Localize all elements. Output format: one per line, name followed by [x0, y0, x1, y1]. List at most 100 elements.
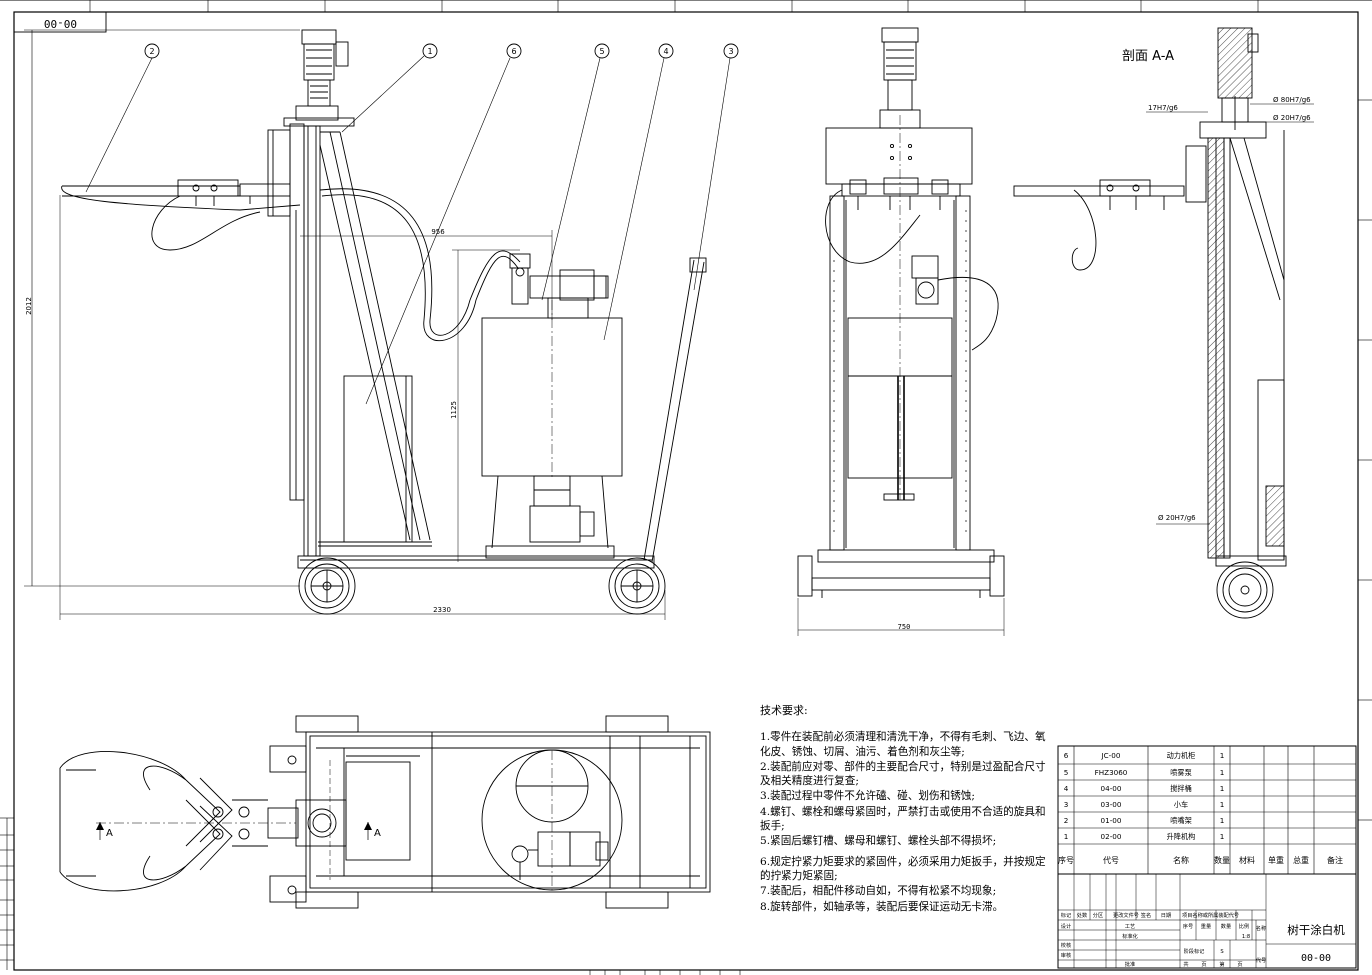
- svg-text:日期: 日期: [1161, 912, 1171, 919]
- bom-no: 2: [1064, 816, 1069, 825]
- svg-text:数量: 数量: [1221, 922, 1231, 930]
- svg-text:处数: 处数: [1077, 911, 1088, 919]
- svg-text:序号: 序号: [1058, 855, 1074, 865]
- svg-text:共: 共: [1183, 960, 1188, 968]
- svg-text:页: 页: [1201, 961, 1206, 968]
- svg-text:序号: 序号: [1183, 922, 1193, 930]
- tech-item: 2.装配前应对零、部件的主要配合尺寸，特别是过盈配合尺寸及相关精度进行复查;: [760, 760, 1046, 788]
- tech-item: 5.紧固后螺钉槽、螺母和螺钉、螺栓头部不得损坏;: [760, 835, 997, 848]
- tech-item: 6.规定拧紧力矩要求的紧固件，必须采用力矩扳手，并按规定的拧紧力矩紧固;: [760, 855, 1046, 882]
- bom-row: 3 03-00 小车 1: [1064, 800, 1225, 809]
- svg-text:设计: 设计: [1061, 922, 1071, 930]
- bom-row: 4 04-00 搅拌桶 1: [1064, 784, 1225, 793]
- section-fits: Ø 80H7/g6 Ø 20H7/g6 17H7/g6 Ø 20H7/g6: [1148, 96, 1311, 522]
- top-view: [59, 715, 711, 909]
- svg-text:更改文件号: 更改文件号: [1113, 911, 1139, 919]
- technical-requirements: 技术要求: 1.零件在装配前必须清理和清洗干净，不得有毛刺、飞边、氧化皮、锈蚀、…: [760, 704, 1050, 915]
- dim-overall-length: 2330: [433, 606, 451, 614]
- title-block: 标记 处数 分区 更改文件号 签名 日期 设计 校核 审核 工艺 标准化 批准 …: [1061, 911, 1345, 968]
- svg-text:S: S: [1220, 949, 1223, 955]
- tech-item: 7.装配后，相配件移动自如，不得有松紧不均现象;: [760, 885, 997, 898]
- bom-name: 动力机柜: [1167, 751, 1196, 760]
- title-block-lines: [1057, 873, 1357, 969]
- bom-name: 小车: [1174, 800, 1188, 809]
- svg-text:材料: 材料: [1239, 855, 1255, 865]
- bom-code: 02-00: [1101, 832, 1122, 841]
- dim-overall-height: 2012: [25, 297, 33, 315]
- product-name: 树干涂白机: [1287, 923, 1345, 937]
- svg-text:页: 页: [1237, 961, 1242, 968]
- svg-text:数量: 数量: [1214, 855, 1230, 865]
- svg-text:单重: 单重: [1268, 855, 1284, 865]
- bom-code: 04-00: [1101, 784, 1122, 793]
- bom-table-lines: [1057, 745, 1357, 875]
- drawing-number: 00-00: [1301, 953, 1331, 964]
- bom-code: JC-00: [1101, 751, 1121, 760]
- svg-text:名称: 名称: [1173, 855, 1189, 865]
- svg-text:阶段标记: 阶段标记: [1184, 947, 1205, 955]
- svg-text:重量: 重量: [1201, 922, 1211, 930]
- bom-qty: 1: [1220, 800, 1225, 809]
- fit-20-top: Ø 20H7/g6: [1273, 114, 1311, 122]
- fit-17: 17H7/g6: [1148, 104, 1178, 112]
- bom-code: 01-00: [1101, 816, 1122, 825]
- project-label: 项目名称或所属装配代号: [1182, 911, 1239, 919]
- bom-row: 5 FHZ3060 喷雾泵 1: [1064, 768, 1225, 777]
- section-view: [1013, 27, 1314, 619]
- tech-item: 1.零件在装配前必须清理和清洗干净，不得有毛刺、飞边、氧化皮、锈蚀、切屑、油污、…: [760, 731, 1046, 758]
- tech-item: 8.旋转部件，如轴承等，装配后要保证运动无卡滞。: [760, 900, 1004, 913]
- bom-name: 喷雾泵: [1170, 768, 1192, 777]
- bom-qty: 1: [1220, 816, 1225, 825]
- front-view: [24, 29, 739, 620]
- section-marker-right: A: [374, 828, 381, 839]
- side-view: [797, 27, 1005, 636]
- section-markers: A A: [96, 822, 381, 839]
- tech-requirements-title: 技术要求:: [760, 704, 808, 717]
- bom-no: 4: [1064, 784, 1069, 793]
- svg-text:审核: 审核: [1061, 951, 1071, 959]
- fit-80: Ø 80H7/g6: [1273, 96, 1311, 104]
- fit-20-bottom: Ø 20H7/g6: [1158, 514, 1196, 522]
- svg-text:签名: 签名: [1141, 911, 1151, 919]
- callout-1: 1: [427, 47, 432, 56]
- svg-text:标准化: 标准化: [1122, 932, 1138, 940]
- bom-qty: 1: [1220, 751, 1225, 760]
- callout-6: 6: [511, 47, 516, 56]
- bom-no: 3: [1064, 800, 1069, 809]
- callout-5: 5: [599, 47, 604, 56]
- callout-2: 2: [149, 47, 154, 56]
- bom-qty: 1: [1220, 768, 1225, 777]
- svg-text:第: 第: [1219, 960, 1224, 968]
- bom-code: 03-00: [1101, 800, 1122, 809]
- callout-3: 3: [728, 47, 733, 56]
- svg-text:代号: 代号: [1103, 855, 1119, 865]
- bom-no: 6: [1064, 751, 1069, 760]
- bom-qty: 1: [1220, 784, 1225, 793]
- svg-text:名称: 名称: [1256, 924, 1266, 932]
- svg-text:备注: 备注: [1327, 855, 1343, 865]
- svg-text:比例: 比例: [1239, 922, 1249, 930]
- svg-text:分区: 分区: [1093, 911, 1103, 919]
- top-drawing-code: 00-00: [44, 17, 77, 30]
- svg-text:标记: 标记: [1061, 911, 1071, 919]
- bom-qty: 1: [1220, 832, 1225, 841]
- section-title: 剖面 A-A: [1122, 49, 1174, 64]
- section-marker-left: A: [106, 828, 113, 839]
- svg-text:代号: 代号: [1256, 956, 1266, 964]
- bom-code: FHZ3060: [1095, 768, 1128, 777]
- tech-item: 4.螺钉、螺栓和螺母紧固时，严禁打击或使用不合适的旋具和扳手;: [760, 805, 1046, 833]
- bom-row: 2 01-00 喷嘴架 1: [1064, 816, 1225, 825]
- bom-no: 1: [1064, 832, 1069, 841]
- bom-name: 喷嘴架: [1170, 816, 1192, 825]
- svg-text:批准: 批准: [1125, 960, 1135, 968]
- front-view-dimensions: 2012 2330 956 1125: [25, 228, 458, 614]
- svg-text:1:8: 1:8: [1242, 934, 1250, 940]
- svg-text:工艺: 工艺: [1125, 923, 1135, 930]
- svg-text:总重: 总重: [1293, 855, 1309, 865]
- callout-labels: 2 1 6 5 4 3: [149, 47, 733, 56]
- bom-table: 6 JC-00 动力机柜 1 5 FHZ3060 喷雾泵 1 4 04-00 搅…: [1058, 751, 1343, 865]
- dim-width: 750: [898, 623, 911, 631]
- bom-row: 1 02-00 升降机构 1: [1064, 832, 1225, 841]
